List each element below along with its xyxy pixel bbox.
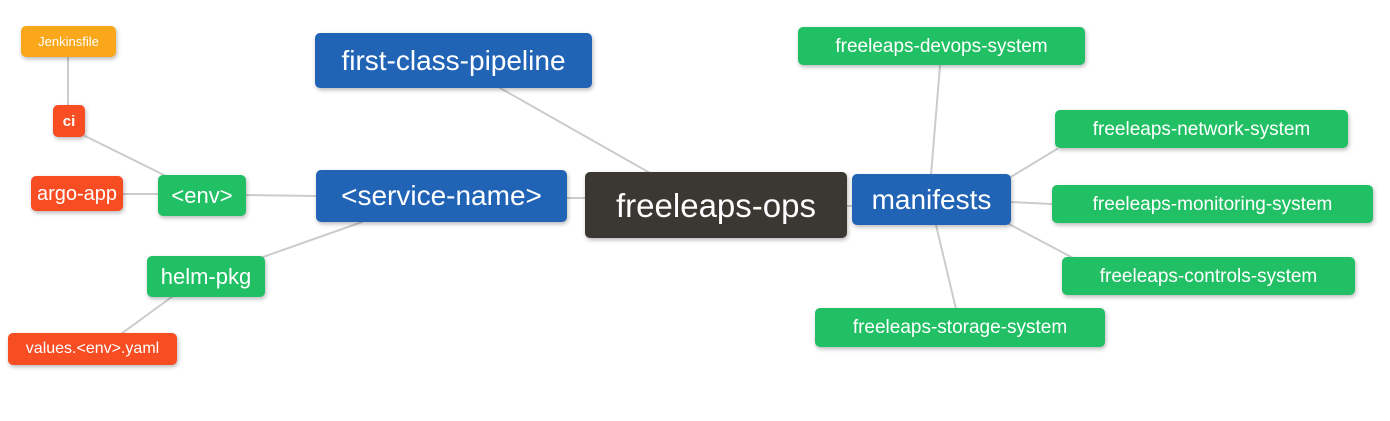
node-freeleaps-storage-system[interactable]: freeleaps-storage-system	[815, 308, 1105, 347]
edge-pipeline-ops	[499, 87, 651, 174]
node-env[interactable]: <env>	[158, 175, 246, 216]
node-values-env-yaml[interactable]: values.<env>.yaml	[8, 333, 177, 365]
node-ci[interactable]: ci	[53, 105, 85, 137]
edge-manifests-storage	[935, 224, 957, 310]
node-argo-app[interactable]: argo-app	[31, 176, 123, 211]
node-service-name[interactable]: <service-name>	[316, 170, 567, 222]
node-jenkinsfile[interactable]: Jenkinsfile	[21, 26, 116, 57]
node-freeleaps-network-system[interactable]: freeleaps-network-system	[1055, 110, 1348, 148]
node-freeleaps-controls-system[interactable]: freeleaps-controls-system	[1062, 257, 1355, 295]
edge-ci-env	[84, 135, 171, 179]
edge-manifests-controls	[1008, 223, 1074, 259]
edge-manifests-devops	[930, 65, 941, 176]
node-freeleaps-ops[interactable]: freeleaps-ops	[585, 172, 847, 238]
edge-manifests-network	[1008, 148, 1058, 179]
node-freeleaps-devops-system[interactable]: freeleaps-devops-system	[798, 27, 1085, 65]
node-helm-pkg[interactable]: helm-pkg	[147, 256, 265, 297]
edge-service-name-helm-pkg	[262, 221, 363, 258]
edge-helm-pkg-values	[120, 295, 174, 335]
node-freeleaps-monitoring-system[interactable]: freeleaps-monitoring-system	[1052, 185, 1373, 223]
edge-manifests-monitoring	[1010, 201, 1053, 205]
node-first-class-pipeline[interactable]: first-class-pipeline	[315, 33, 592, 88]
edge-env-service-name	[245, 194, 317, 197]
node-manifests[interactable]: manifests	[852, 174, 1011, 225]
